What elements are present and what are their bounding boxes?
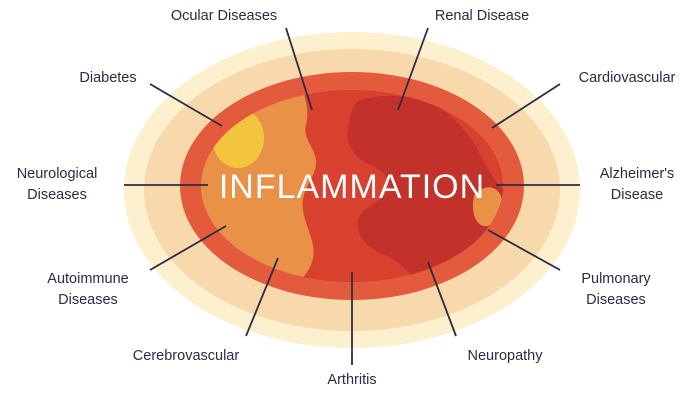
label-neurological-line2: Diseases: [17, 185, 98, 206]
label-alzheimers-line1: Alzheimer's: [600, 164, 674, 185]
label-pulmonary-line1: Pulmonary: [581, 269, 650, 290]
label-ocular-diseases: Ocular Diseases: [171, 6, 277, 27]
label-neuropathy: Neuropathy: [468, 346, 543, 367]
label-diabetes-text: Diabetes: [79, 68, 136, 89]
label-renal-text: Renal Disease: [435, 6, 529, 27]
label-autoimmune-line1: Autoimmune: [47, 269, 128, 290]
label-alzheimers-disease: Alzheimer's Disease: [600, 164, 674, 206]
label-alzheimers-line2: Disease: [600, 185, 674, 206]
label-pulmonary-diseases: Pulmonary Diseases: [581, 269, 650, 311]
label-cerebrovascular-text: Cerebrovascular: [133, 346, 239, 367]
label-arthritis-text: Arthritis: [327, 370, 376, 391]
label-cerebrovascular: Cerebrovascular: [133, 346, 239, 367]
label-ocular-text: Ocular Diseases: [171, 6, 277, 27]
label-pulmonary-line2: Diseases: [581, 290, 650, 311]
center-title: INFLAMMATION: [219, 168, 485, 206]
label-diabetes: Diabetes: [79, 68, 136, 89]
label-renal-disease: Renal Disease: [435, 6, 529, 27]
label-neurological-diseases: Neurological Diseases: [17, 164, 98, 206]
label-arthritis: Arthritis: [327, 370, 376, 391]
label-autoimmune-diseases: Autoimmune Diseases: [47, 269, 128, 311]
label-cardiovascular: Cardiovascular: [579, 68, 676, 89]
label-neurological-line1: Neurological: [17, 164, 98, 185]
label-autoimmune-line2: Diseases: [47, 290, 128, 311]
label-cardiovascular-text: Cardiovascular: [579, 68, 676, 89]
label-neuropathy-text: Neuropathy: [468, 346, 543, 367]
